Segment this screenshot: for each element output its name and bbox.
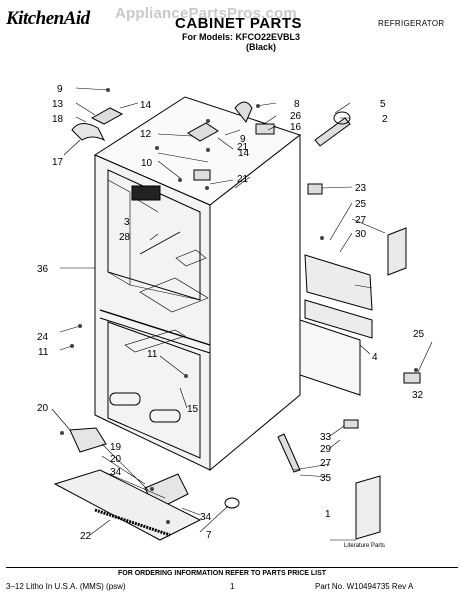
freezer-rail (124, 329, 186, 353)
leveler-clip (343, 419, 359, 429)
callout-20: 20 (37, 403, 49, 414)
callout-32: 32 (412, 390, 424, 401)
callout-26: 26 (290, 111, 302, 122)
callout-20: 20 (110, 454, 122, 465)
callout-27: 27 (320, 458, 332, 469)
callout-16: 16 (290, 122, 302, 133)
brand-logo: KitchenAid (6, 8, 90, 29)
freezer-opening (107, 321, 201, 459)
callout-7: 7 (206, 530, 212, 541)
motor-clip (234, 101, 253, 123)
callout-30: 30 (355, 229, 367, 240)
footer-part-number: Part No. W10494735 Rev A (315, 582, 414, 591)
callout-36: 36 (37, 264, 49, 275)
callout-2: 2 (382, 114, 388, 125)
clip (307, 183, 323, 195)
callout-22: 22 (80, 531, 92, 542)
toe-kick (53, 469, 202, 541)
footer-litho: 3–12 Litho In U.S.A. (MMS) (psw) (6, 582, 126, 591)
toe-slot-left (109, 392, 141, 406)
callout-10: 10 (141, 158, 153, 169)
callout-25: 25 (413, 329, 425, 340)
callout-34: 34 (200, 512, 212, 523)
divider (6, 567, 458, 568)
callout-14: 14 (140, 100, 152, 111)
callout-5: 5 (380, 99, 386, 110)
wheel-cap (224, 497, 240, 509)
callout-3: 3 (124, 217, 130, 228)
condenser-grille (304, 254, 373, 311)
watermark: AppliancePartsPros.com (115, 5, 297, 22)
callout-8: 8 (294, 99, 300, 110)
door-handle-tool (277, 433, 301, 473)
category-label: REFRIGERATOR (378, 19, 445, 28)
hinge-cover (71, 123, 106, 142)
models-line: For Models: KFCO22EVBL3 (182, 32, 301, 42)
color-variant: (Black) (246, 42, 277, 52)
footer-page-number: 1 (230, 582, 235, 591)
ordering-note: FOR ORDERING INFORMATION REFER TO PARTS … (118, 570, 327, 577)
callout-12: 12 (140, 129, 152, 140)
callout-4: 4 (372, 352, 378, 363)
interior-rail (139, 231, 181, 255)
callout-19: 19 (110, 442, 122, 453)
callout-9: 9 (57, 84, 63, 95)
interior-floor (139, 277, 209, 313)
callout-35: 35 (320, 473, 332, 484)
control-housing (131, 185, 161, 201)
vent-grille (175, 249, 207, 267)
top-hinge-center (187, 122, 219, 142)
callout-28: 28 (119, 232, 131, 243)
side-trim (387, 227, 407, 276)
callout-27: 27 (355, 215, 367, 226)
page-title: CABINET PARTS (175, 15, 303, 32)
callout-15: 15 (187, 404, 199, 415)
literature-parts (355, 475, 381, 540)
callout-11: 11 (147, 349, 158, 360)
callout-9: 9 (240, 134, 246, 145)
callout-33: 33 (320, 432, 332, 443)
callout-29: 29 (320, 444, 332, 455)
callout-13: 13 (52, 99, 64, 110)
callout-34: 34 (110, 467, 122, 478)
toe-slot-right (149, 409, 181, 423)
screw-markers (60, 88, 418, 524)
callout-14: 14 (238, 148, 250, 159)
center-mullion (99, 309, 211, 346)
callout-23: 23 (355, 183, 367, 194)
callout-25: 25 (355, 199, 367, 210)
switch-bracket (255, 123, 275, 135)
bottom-hinge (69, 427, 107, 453)
callout-21: 21 (237, 174, 249, 185)
roller-bracket (403, 372, 421, 384)
top-hinge-left (90, 107, 124, 125)
cabinet-side-wall (209, 133, 301, 472)
literature-label: Literature Parts (344, 543, 385, 549)
callout-1: 1 (325, 509, 331, 520)
callout-11: 11 (38, 347, 49, 358)
callout-17: 17 (52, 157, 64, 168)
grille-strip (304, 299, 373, 339)
cabinet-front-frame (94, 154, 211, 471)
callout-24: 24 (37, 332, 49, 343)
toe-kick-vent (94, 508, 171, 537)
water-tube-fitting (314, 117, 351, 147)
toe-grille (299, 319, 361, 396)
hinge-bracket (193, 169, 211, 181)
callout-21: 21 (237, 142, 249, 153)
callout-18: 18 (52, 114, 64, 125)
